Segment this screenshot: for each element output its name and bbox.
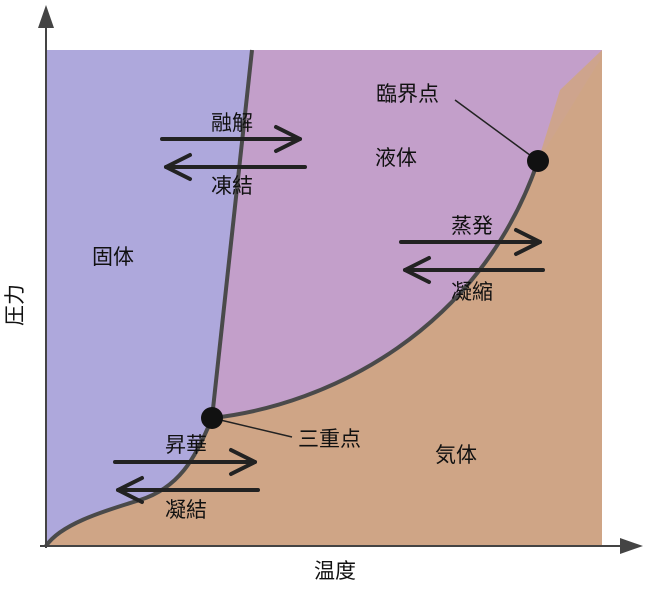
melting-arrow bbox=[160, 125, 302, 153]
condensation-arrow bbox=[403, 256, 545, 284]
condensation-label: 凝縮 bbox=[451, 280, 493, 304]
evaporation-label: 蒸発 bbox=[451, 214, 493, 238]
axes bbox=[38, 5, 643, 554]
y-axis-arrowhead bbox=[38, 5, 54, 28]
vaporization-curve bbox=[211, 160, 540, 420]
freezing-label: 凍結 bbox=[211, 174, 253, 198]
critical-point-label: 臨界点 bbox=[376, 82, 439, 106]
evaporation-arrow bbox=[399, 228, 542, 256]
triple-point-marker bbox=[201, 407, 223, 429]
sublimation-label: 昇華 bbox=[165, 433, 207, 457]
x-axis-label: 温度 bbox=[314, 559, 356, 583]
y-axis-label: 圧力 bbox=[3, 284, 27, 326]
critical-fade-region bbox=[538, 50, 602, 161]
freezing-arrow bbox=[164, 153, 307, 181]
deposition-arrow bbox=[116, 476, 260, 504]
sublimation-arrow bbox=[113, 448, 257, 476]
melting-label: 融解 bbox=[211, 111, 253, 135]
gas-label: 気体 bbox=[435, 443, 477, 467]
liquid-region bbox=[212, 50, 602, 418]
x-axis-arrowhead bbox=[620, 538, 643, 554]
solid-label: 固体 bbox=[92, 245, 134, 269]
deposition-label: 凝結 bbox=[165, 498, 207, 522]
triple-point-label: 三重点 bbox=[298, 427, 361, 451]
solid-region bbox=[46, 50, 252, 546]
liquid-label: 液体 bbox=[375, 146, 417, 170]
critical-point-marker bbox=[527, 150, 549, 172]
melting-curve bbox=[210, 49, 254, 419]
critical-point-leader bbox=[454, 99, 539, 162]
triple-point-leader bbox=[211, 417, 293, 438]
